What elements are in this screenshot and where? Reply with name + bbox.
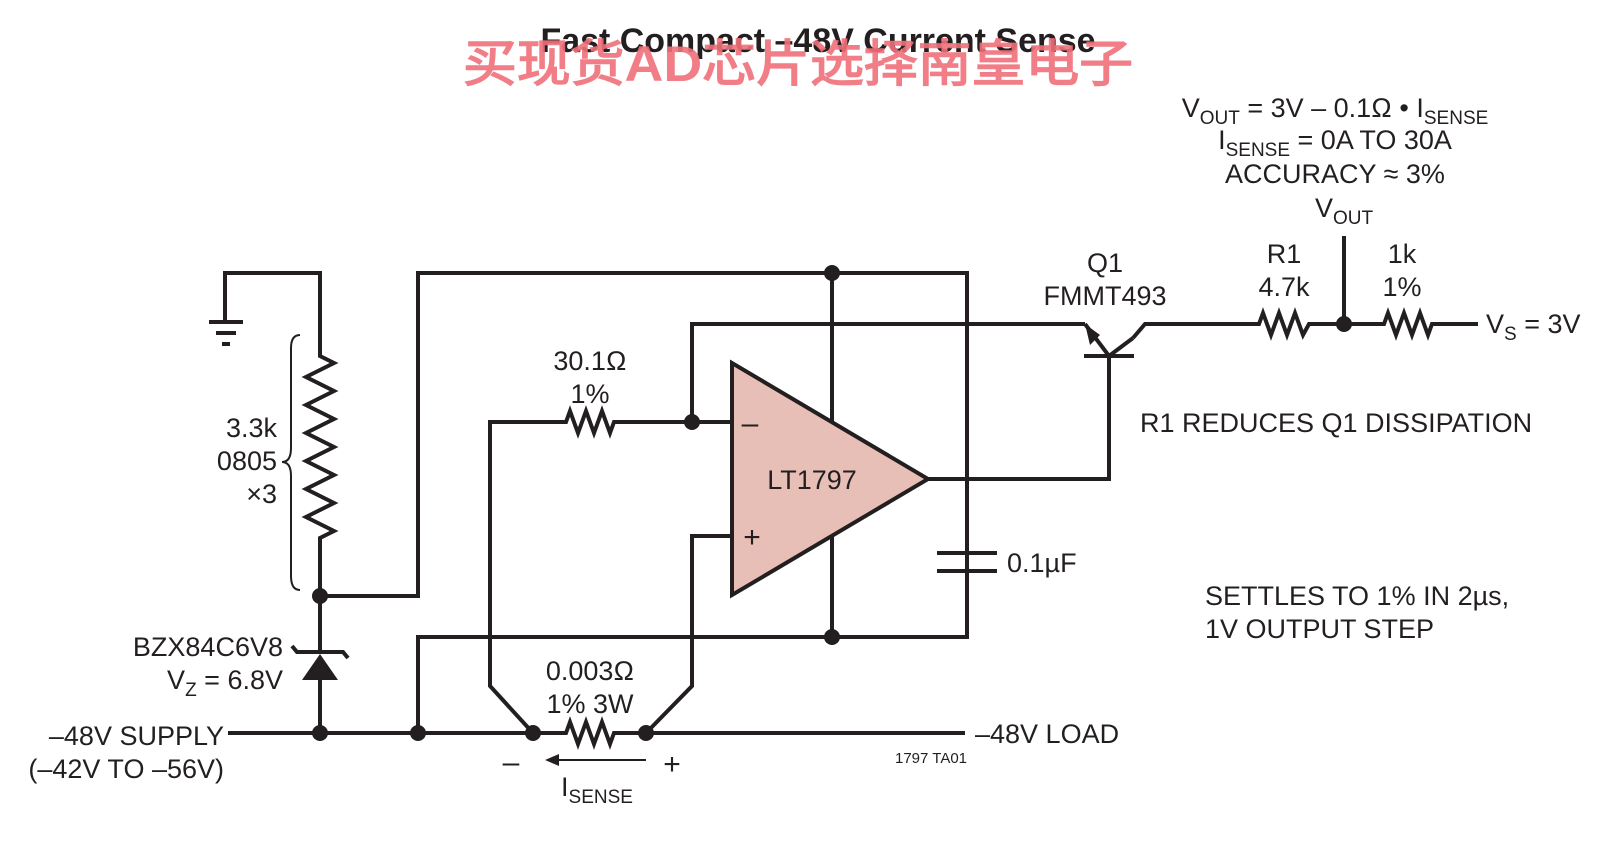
vs-label: VS = 3V	[1486, 309, 1581, 345]
opamp-minus: –	[742, 407, 759, 440]
vout-equation: VOUT = 3V – 0.1Ω • ISENSE	[1182, 93, 1489, 129]
r-1k-value: 1k	[1388, 239, 1417, 269]
gain-resistor-value: 30.1Ω	[553, 346, 626, 376]
isense-range: ISENSE = 0A TO 30A	[1218, 125, 1452, 161]
cap-value: 0.1µF	[1007, 548, 1077, 578]
opamp-label: LT1797	[767, 465, 857, 495]
opamp-plus: +	[743, 521, 761, 554]
bias-resistor-package: 0805	[217, 446, 277, 476]
q1-part: FMMT493	[1043, 281, 1166, 311]
supply-label: –48V SUPPLY	[49, 721, 224, 751]
r-1k-resistor-icon	[1378, 307, 1438, 341]
r1-ref: R1	[1267, 239, 1302, 269]
isense-label: ISENSE	[561, 772, 633, 808]
q1-ref: Q1	[1087, 248, 1123, 278]
gain-resistor-tol: 1%	[570, 379, 609, 409]
supply-range: (–42V TO –56V)	[28, 754, 224, 784]
zener-vz: VZ = 6.8V	[167, 665, 283, 701]
figure-title: Fast Compact –48V Current Sense	[541, 22, 1096, 60]
brace-icon	[281, 334, 301, 591]
ground-icon	[209, 320, 243, 346]
isense-plus: +	[663, 748, 681, 781]
bias-resistor-qty: ×3	[246, 479, 277, 509]
zener-part: BZX84C6V8	[133, 632, 283, 662]
r1-value: 4.7k	[1258, 272, 1310, 302]
sense-resistor-value: 0.003Ω	[546, 656, 634, 686]
junction-dots	[312, 265, 1352, 741]
watermark: 买现货AD芯片选择南皇电子	[463, 36, 1133, 92]
load-label: –48V LOAD	[975, 719, 1119, 749]
gain-resistor-icon	[558, 405, 620, 439]
bias-resistor-icon	[301, 338, 339, 548]
bias-resistor-value: 3.3k	[226, 413, 278, 443]
r1-note: R1 REDUCES Q1 DISSIPATION	[1140, 408, 1532, 438]
r1-resistor-icon	[1253, 307, 1315, 341]
settle-line2: 1V OUTPUT STEP	[1205, 614, 1434, 644]
settle-line1: SETTLES TO 1% IN 2µs,	[1205, 581, 1509, 611]
vout-node-label: VOUT	[1315, 193, 1374, 229]
q1-transistor-icon	[1083, 322, 1135, 358]
accuracy-spec: ACCURACY ≈ 3%	[1225, 159, 1445, 189]
current-arrow-icon	[545, 754, 646, 766]
sense-resistor-icon	[558, 716, 620, 750]
sense-resistor-spec: 1% 3W	[546, 689, 634, 719]
r-1k-tol: 1%	[1382, 272, 1421, 302]
figure-id: 1797 TA01	[895, 750, 967, 767]
capacitor-icon	[937, 551, 997, 573]
opamp-icon	[730, 359, 932, 599]
zener-diode-icon	[290, 644, 350, 680]
isense-minus: –	[503, 746, 520, 779]
